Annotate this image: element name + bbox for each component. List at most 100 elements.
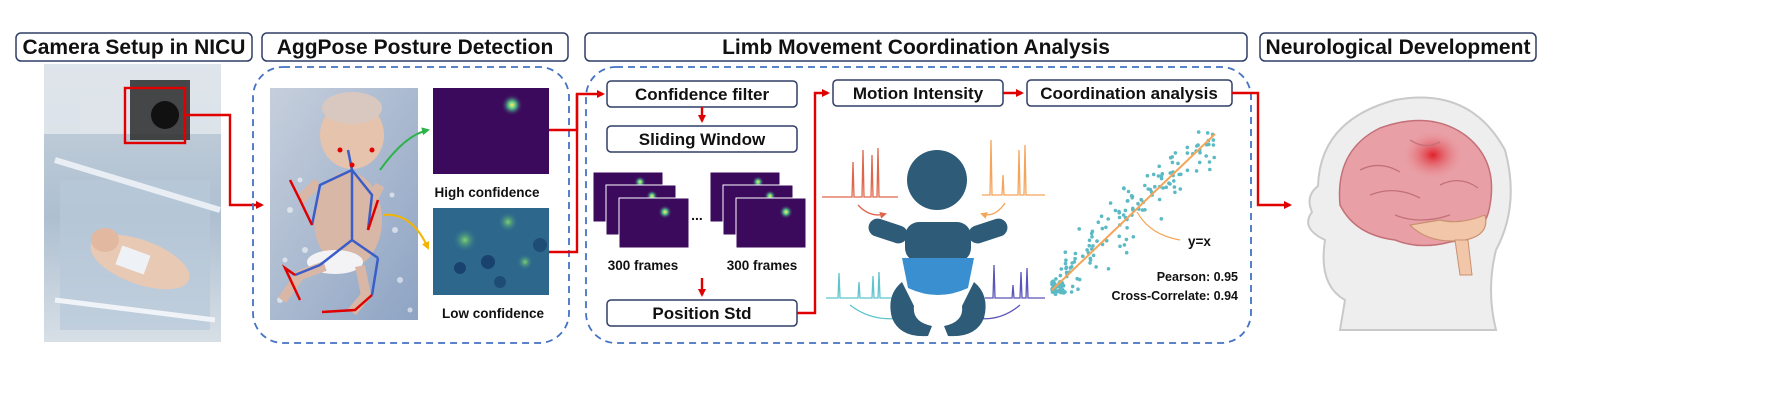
scatter-point bbox=[1212, 155, 1216, 160]
scatter-point bbox=[1070, 261, 1074, 265]
scatter-point bbox=[1185, 168, 1190, 173]
scatter-point bbox=[1125, 226, 1129, 230]
scatter-point bbox=[1205, 131, 1210, 135]
trace-left-arm bbox=[822, 147, 898, 219]
scatter-point bbox=[1136, 201, 1140, 206]
coordination-analysis-box: Coordination analysis bbox=[1026, 79, 1233, 107]
scatter-point bbox=[1153, 184, 1157, 189]
scatter-point bbox=[1059, 267, 1064, 271]
scatter-point bbox=[1185, 145, 1190, 150]
confidence-filter-box: Confidence filter bbox=[606, 80, 798, 108]
scatter-point bbox=[1094, 265, 1098, 269]
header-aggpose: AggPose Posture Detection bbox=[261, 32, 569, 62]
scatter-point bbox=[1211, 143, 1216, 147]
scatter-point bbox=[1196, 130, 1201, 134]
scatter-point bbox=[1164, 185, 1168, 190]
scatter-point bbox=[1077, 277, 1082, 282]
infant-head-brain-illustration bbox=[1307, 96, 1512, 331]
scatter-point bbox=[1122, 186, 1126, 190]
scatter-point bbox=[1077, 227, 1081, 231]
scatter-point bbox=[1118, 244, 1122, 249]
frame-stack-2 bbox=[709, 171, 807, 249]
scatter-point bbox=[1068, 266, 1073, 270]
scatter-point bbox=[1156, 174, 1161, 178]
scatter-point bbox=[1064, 258, 1068, 263]
scatter-point bbox=[1081, 254, 1085, 258]
scatter-point bbox=[1126, 189, 1131, 194]
scatter-point bbox=[1131, 235, 1136, 239]
scatter-point bbox=[1168, 182, 1172, 186]
scatter-point bbox=[1207, 160, 1212, 164]
scatter-point bbox=[1073, 251, 1078, 256]
scatter-point bbox=[1159, 176, 1164, 181]
scatter-point bbox=[1145, 173, 1150, 178]
high-confidence-heatmap bbox=[433, 88, 549, 174]
fit-line-callout bbox=[1136, 211, 1181, 241]
scatter-point bbox=[1208, 167, 1212, 172]
scatter-point bbox=[1194, 169, 1199, 173]
position-std-box: Position Std bbox=[606, 299, 798, 327]
scatter-point bbox=[1057, 289, 1061, 294]
frames-ellipsis: ... bbox=[691, 207, 703, 223]
scatter-point bbox=[1170, 160, 1175, 165]
scatter-point bbox=[1159, 174, 1164, 178]
scatter-point bbox=[1061, 290, 1066, 295]
scatter-point bbox=[1117, 234, 1121, 239]
scatter-point bbox=[1130, 195, 1134, 200]
scatter-point bbox=[1113, 208, 1118, 213]
arrow-low-confidence bbox=[382, 213, 430, 250]
scatter-point bbox=[1087, 243, 1092, 248]
confidence-filter-label: Confidence filter bbox=[635, 85, 770, 104]
coordination-scatter-plot bbox=[1050, 130, 1216, 296]
fit-line bbox=[1051, 133, 1216, 291]
low-confidence-label: Low confidence bbox=[442, 306, 545, 321]
scatter-point bbox=[1197, 160, 1202, 165]
scatter-point bbox=[1117, 210, 1121, 215]
scatter-point bbox=[1117, 215, 1122, 220]
scatter-point bbox=[1211, 138, 1216, 142]
frame-stack-1 bbox=[592, 171, 690, 249]
scatter-point bbox=[1099, 214, 1104, 218]
scatter-point bbox=[1087, 238, 1092, 243]
scatter-point bbox=[1168, 171, 1172, 175]
trace-left-leg bbox=[826, 271, 902, 323]
scatter-point bbox=[1090, 235, 1094, 239]
scatter-point bbox=[1178, 187, 1183, 191]
scatter-point bbox=[1172, 185, 1177, 189]
sliding-window-label: Sliding Window bbox=[639, 130, 766, 149]
scatter-point bbox=[1095, 239, 1099, 243]
fit-line-label: y=x bbox=[1188, 234, 1211, 249]
header-neuro: Neurological Development bbox=[1259, 32, 1537, 62]
scatter-point bbox=[1059, 284, 1064, 289]
scatter-point bbox=[1096, 220, 1101, 224]
motion-intensity-label: Motion Intensity bbox=[853, 84, 984, 103]
scatter-point bbox=[1063, 261, 1068, 266]
sliding-window-box: Sliding Window bbox=[606, 125, 798, 153]
scatter-point bbox=[1090, 229, 1095, 234]
scatter-point bbox=[1139, 197, 1143, 202]
motion-intensity-box: Motion Intensity bbox=[832, 79, 1004, 107]
scatter-point bbox=[1198, 150, 1202, 155]
scatter-point bbox=[1121, 213, 1126, 217]
scatter-point bbox=[1159, 217, 1164, 221]
scatter-point bbox=[1157, 164, 1161, 169]
scatter-point bbox=[1204, 154, 1208, 158]
scatter-point bbox=[1088, 261, 1092, 265]
scatter-point bbox=[1100, 226, 1105, 231]
scatter-point bbox=[1058, 273, 1063, 278]
trace-right-arm bbox=[980, 139, 1045, 219]
scatter-point bbox=[1122, 243, 1127, 247]
scatter-point bbox=[1124, 250, 1129, 255]
scatter-point bbox=[1106, 267, 1111, 271]
scatter-point bbox=[1091, 253, 1096, 258]
pearson-label: Pearson: 0.95 bbox=[1157, 270, 1238, 284]
scatter-point bbox=[1070, 284, 1075, 289]
arrow-camera-to-pose bbox=[185, 113, 264, 209]
scatter-point bbox=[1157, 197, 1162, 202]
scatter-point bbox=[1177, 172, 1181, 177]
frames-label-1: 300 frames bbox=[608, 258, 679, 273]
baby-icon bbox=[868, 150, 1008, 337]
scatter-point bbox=[1126, 199, 1130, 203]
arrow-coord-to-neuro bbox=[1232, 91, 1292, 209]
scatter-point bbox=[1173, 190, 1177, 195]
